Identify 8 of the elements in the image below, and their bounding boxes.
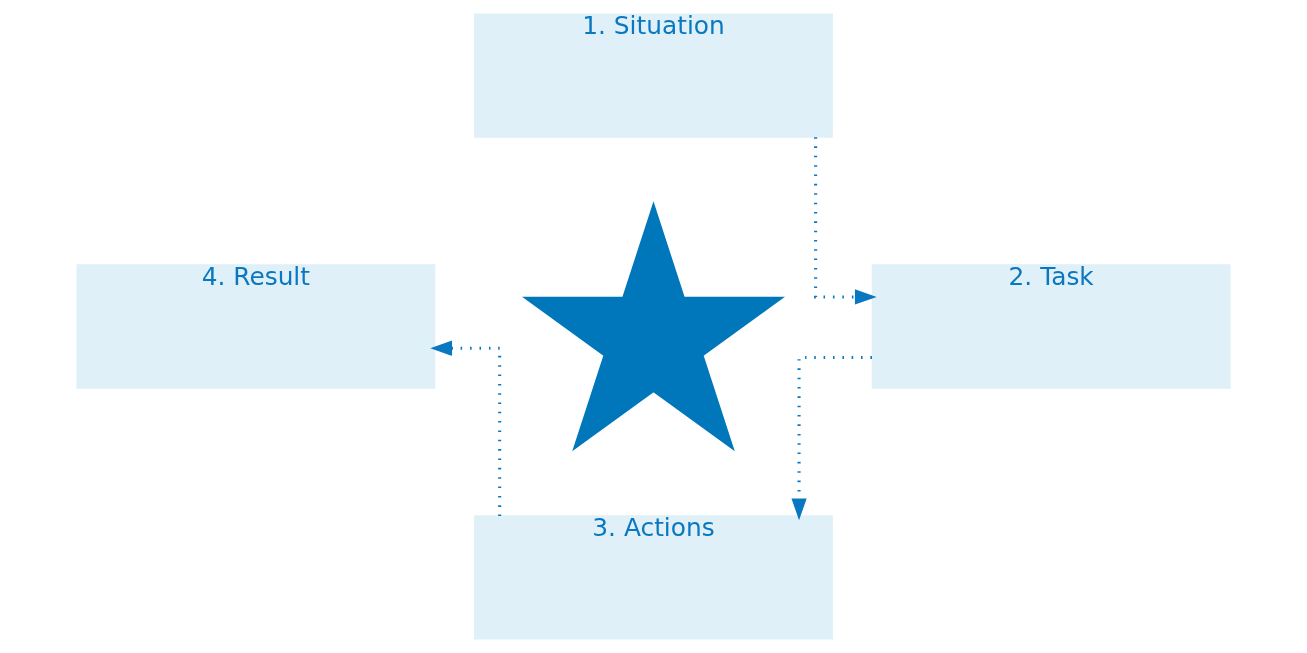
node-star (522, 201, 785, 452)
arrow (430, 340, 502, 516)
arrow (814, 137, 877, 305)
arrow (791, 356, 872, 521)
node-box: 4. Result (76, 264, 436, 389)
node-box: 3. Actions (474, 515, 833, 640)
node-box: 1. Situation (474, 13, 833, 138)
node-box: 2. Task (871, 264, 1231, 389)
